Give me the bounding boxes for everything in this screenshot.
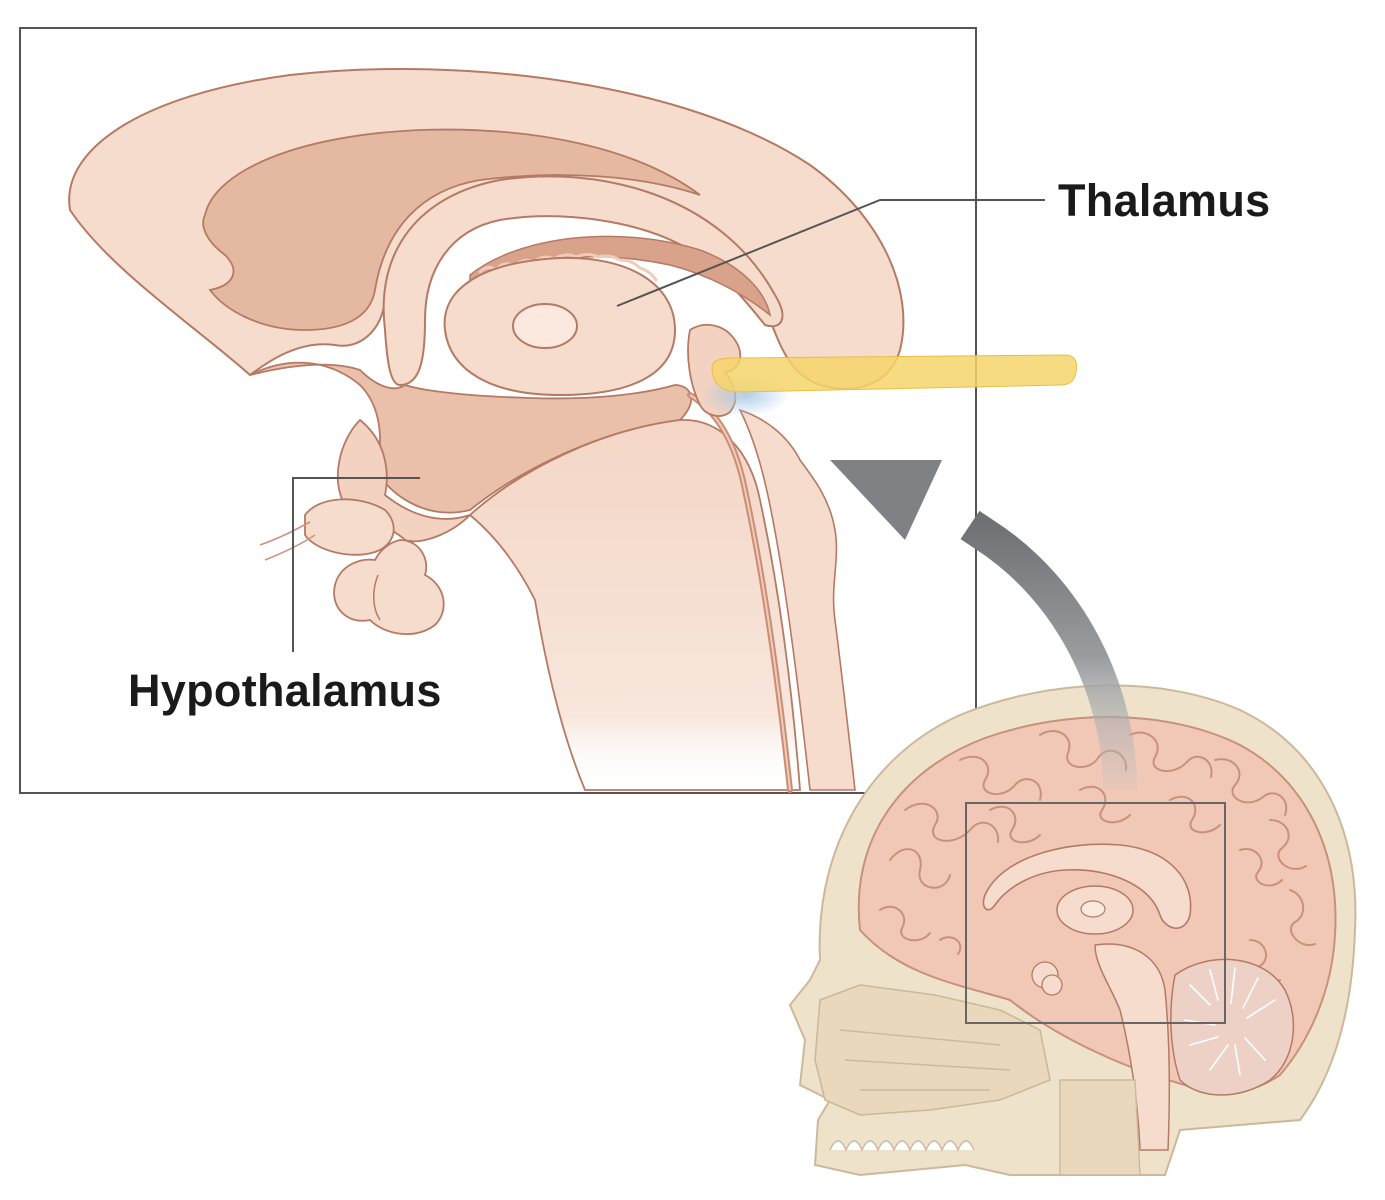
curved-arrow-icon: [830, 460, 1137, 791]
head-cross-section: [788, 684, 1357, 1177]
pituitary-gland: [333, 539, 445, 635]
interthalamic-adhesion: [512, 303, 578, 349]
small-corpus-callosum: [982, 843, 1192, 929]
spinal-column: [1059, 1079, 1141, 1176]
pituitary-divide: [373, 574, 381, 621]
cerebellum-edge: [738, 408, 856, 791]
hypothalamus-label: Hypothalamus: [128, 665, 442, 716]
thalamus-label: Thalamus: [1058, 175, 1271, 226]
small-cerebellum: [1170, 958, 1295, 1096]
optic-chiasm: [304, 498, 395, 556]
aqueduct-inner: [689, 394, 791, 791]
optic-tract-lines: [259, 521, 316, 561]
lateral-ventricle: [202, 128, 701, 331]
sinus-lines: [839, 1029, 1011, 1091]
small-pituitary-lobe: [1041, 974, 1063, 996]
small-brainstem: [1094, 943, 1170, 1151]
hypothalamus-pointer: [292, 477, 420, 652]
thalamus-pointer: [616, 199, 1045, 307]
small-adhesion: [1080, 900, 1106, 918]
zoom-selection-box: [965, 802, 1226, 1024]
teeth: [829, 1140, 975, 1152]
zoomed-brain-inset: [19, 27, 1078, 794]
optic-nerve-highlight: [711, 354, 1078, 393]
third-ventricle: [249, 361, 693, 514]
choroid-plexus-texture: [478, 253, 658, 282]
facial-bones: [814, 984, 1051, 1116]
brainstem: [468, 419, 801, 791]
